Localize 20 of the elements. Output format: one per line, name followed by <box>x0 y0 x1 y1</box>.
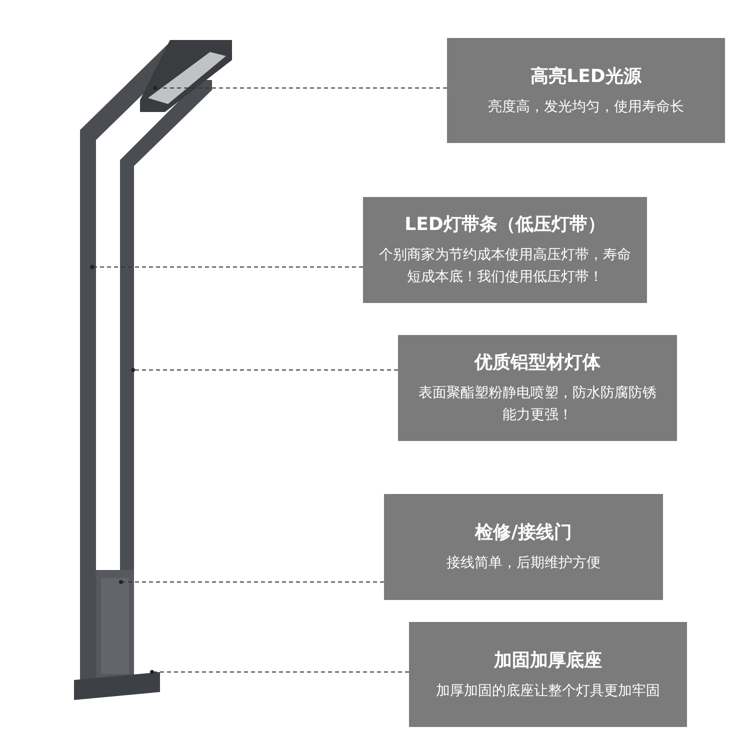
leader-line <box>153 86 448 90</box>
callout-panel <box>398 335 677 441</box>
callout-heading: 检修/接线门 <box>475 521 572 544</box>
leader-line <box>131 368 398 372</box>
leader-line <box>119 580 384 584</box>
callout-heading: 优质铝型材灯体 <box>474 351 600 374</box>
callout-heading: LED灯带条（低压灯带） <box>404 213 606 236</box>
leader-line <box>150 670 410 674</box>
callout-panel <box>363 197 647 303</box>
leader-line <box>90 265 364 269</box>
callout-text: 亮度高，发光均匀，使用寿命长 <box>488 98 684 116</box>
callout-heading: 加固加厚底座 <box>494 648 602 672</box>
callout-panel <box>447 38 725 143</box>
callout-text: 加厚加固的底座让整个灯具更加牢固 <box>436 682 660 700</box>
callout-panel <box>384 494 663 600</box>
callout-text: 表面聚酯塑粉静电喷塑，防水防腐防锈能力更强！ <box>418 384 658 425</box>
callout-panel <box>409 622 687 727</box>
callout-heading: 高亮LED光源 <box>530 64 642 88</box>
callout-text: 个别商家为节约成本使用高压灯带，寿命短成本底！我们使用低压灯带！ <box>378 246 632 287</box>
callout-text: 接线简单，后期维护方便 <box>446 554 600 573</box>
